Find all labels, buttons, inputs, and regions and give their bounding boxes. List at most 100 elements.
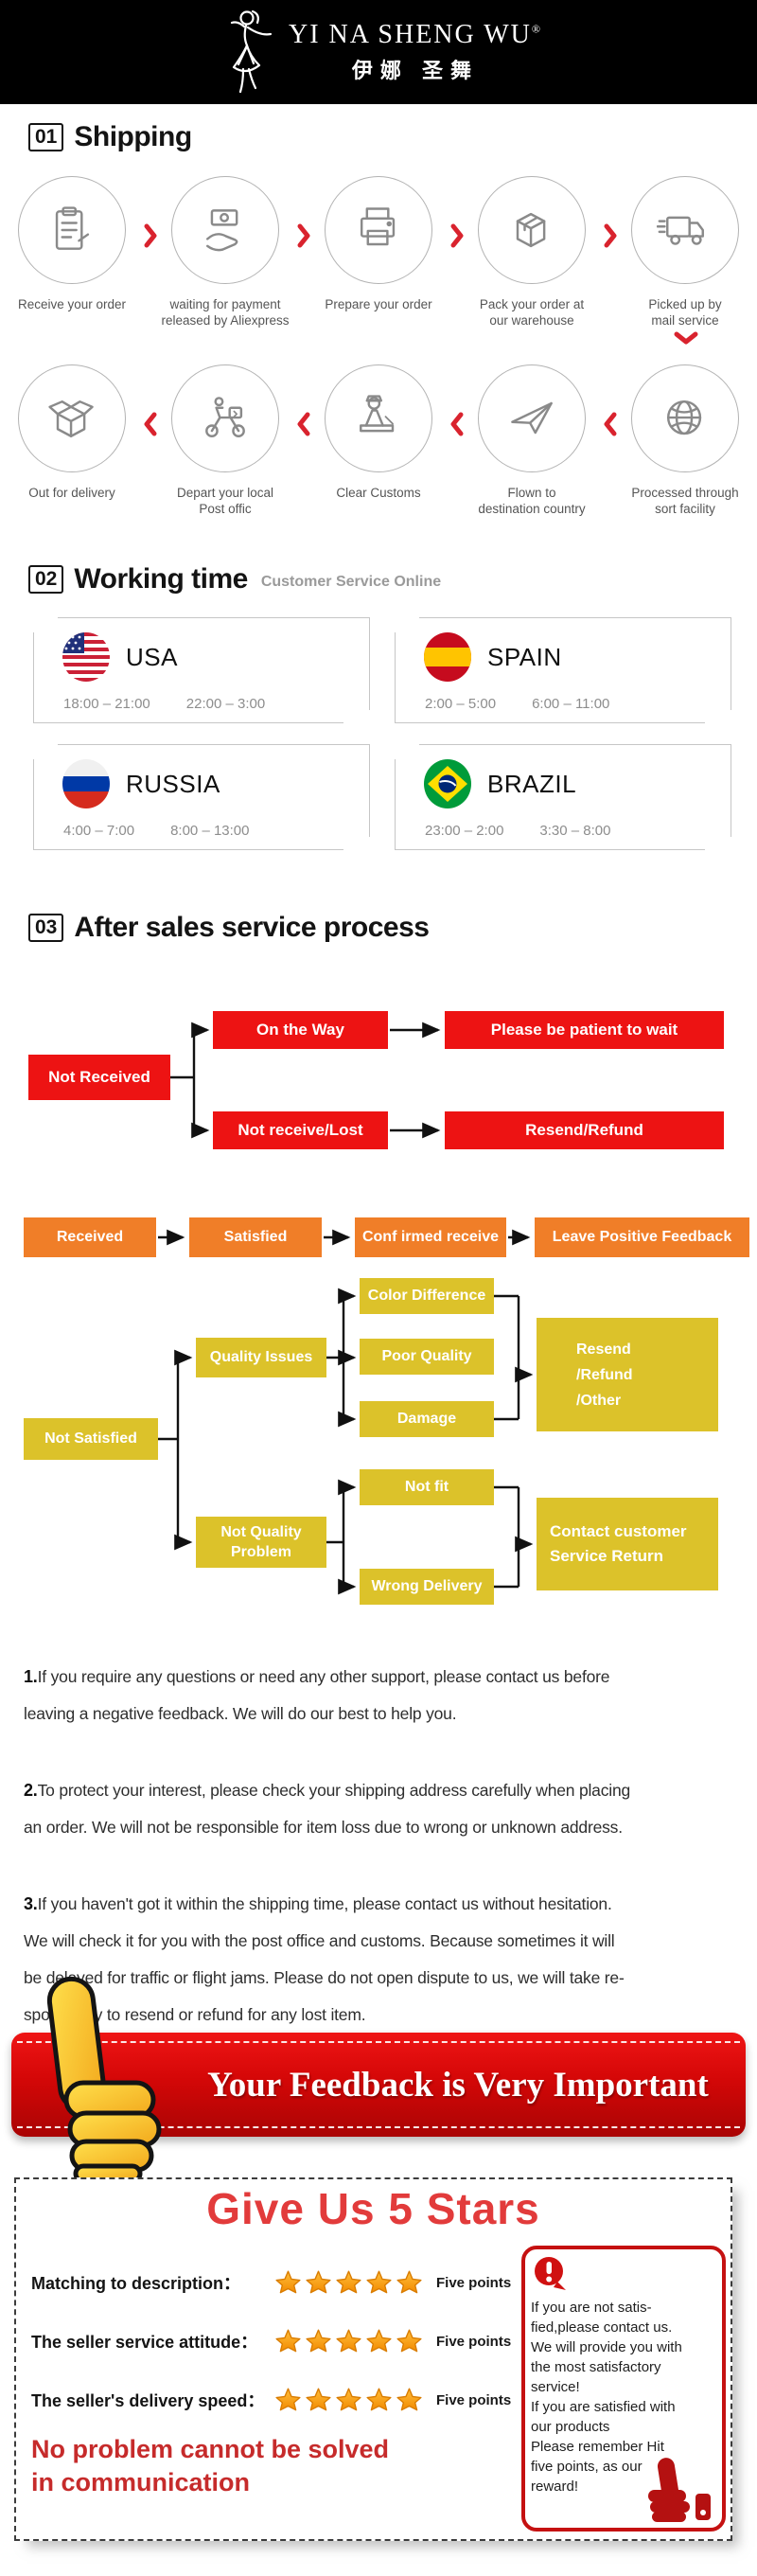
flow-box-not-fit: Not fit [360,1469,494,1505]
step-label: Depart your local Post offic [176,486,274,516]
five-stars-box: Give Us 5 Stars Matching to description：… [14,2177,732,2541]
globe-icon [666,400,702,435]
star-icon [336,2329,361,2354]
exclamation-icon [535,2257,566,2290]
step-label: Processed through sort facility [631,486,739,516]
step-label: Clear Customs [336,486,421,500]
rating-row-description: Matching to description： Five points [31,2266,511,2299]
step-label: Receive your order [17,297,127,311]
flow-box-poor-quality: Poor Quality [360,1339,494,1375]
step-circle [631,364,739,472]
package-icon [516,212,546,248]
step-label: Out for delivery [28,486,115,500]
service-hours: 23:00 – 2:00 3:30 – 8:00 [425,823,611,839]
shipping-step: waiting for payment released by Aliexpre… [153,176,297,329]
brand-block: YI NA SHENG WU® 伊娜 圣舞 [289,20,542,84]
chevron-down-icon [674,331,698,350]
flow-box-on-the-way: On the Way [213,1011,388,1049]
star-icon [275,2388,301,2412]
star-icon [306,2329,331,2354]
flow-box-resend-refund-other: Resend /Refund /Other [537,1318,718,1431]
shipping-step: Picked up by mail service [613,176,757,329]
worktime-card-russia: RUSSIA 4:00 – 7:00 8:00 – 13:00 [33,744,370,850]
chevron-left-icon [297,364,310,517]
shipping-step: Flown to destination country [460,364,604,517]
worktime-card-usa: USA 18:00 – 21:00 22:00 – 3:00 [33,617,370,723]
truck-icon [657,216,704,245]
rating-row-service: The seller service attitude： Five points [31,2325,511,2357]
shipping-step: Clear Customs [307,364,450,517]
star-icon [366,2329,392,2354]
chevron-right-icon [144,176,157,329]
star-icon [366,2388,392,2412]
scooter-icon [205,397,245,437]
star-icon [275,2270,301,2295]
service-notes: 1.If you require any questions or need a… [24,1659,741,2073]
printer-icon [360,207,396,246]
chevron-left-icon [144,364,157,517]
brand-name-chinese: 伊娜 圣舞 [351,59,480,82]
star-icon [366,2270,392,2295]
step-label: Flown to destination country [478,486,586,516]
header: YI NA SHENG WU® 伊娜 圣舞 [0,0,757,104]
section-subtitle: Customer Service Online [260,574,442,590]
rating-row-delivery: The seller's delivery speed： Five points [31,2384,511,2416]
flow-box-satisfied: Satisfied [189,1217,322,1257]
star-icon [275,2329,301,2354]
shipping-step: Processed through sort facility [613,364,757,517]
clipboard-icon [55,206,90,250]
worktime-card-brazil: BRAZIL 23:00 – 2:00 3:30 – 8:00 [395,744,731,850]
payment-icon [206,209,238,252]
worktime-card-spain: SPAIN 2:00 – 5:00 6:00 – 11:00 [395,617,731,723]
flow-box-be-patient: Please be patient to wait [445,1011,724,1049]
flow-box-contact-return: Contact customer Service Return [537,1498,718,1590]
brand-name: YI NA SHENG WU® [288,20,543,49]
step-circle [171,364,279,472]
brazil-flag-icon [424,759,471,808]
chevron-right-icon [450,176,464,329]
step-label: Picked up by mail service [648,297,722,328]
star-icon [306,2270,331,2295]
shipping-step: Out for delivery [0,364,144,517]
service-hours: 2:00 – 5:00 6:00 – 11:00 [425,696,610,712]
step-label: waiting for payment released by Aliexpre… [161,297,290,328]
star-icon [396,2270,422,2295]
flow-box-quality-issues: Quality Issues [196,1338,326,1377]
country-name: SPAIN [487,642,562,671]
chevron-right-icon [297,176,310,329]
country-name: USA [126,642,178,671]
star-icon [396,2388,422,2412]
flow-box-not-satisfied: Not Satisfied [24,1418,158,1460]
step-circle [478,364,586,472]
star-icon [306,2388,331,2412]
star-icon [336,2388,361,2412]
thumbs-up-icon [46,1976,162,2184]
open-box-icon [48,400,94,437]
after-sales-flowchart: Not Received On the Way Please be patien… [0,1004,757,1628]
section-title-working-time: 02 Working time Customer Service Online [28,563,441,595]
flow-box-not-quality-problem: Not Quality Problem [196,1517,326,1568]
service-hours: 4:00 – 7:00 8:00 – 13:00 [63,823,250,839]
flow-box-leave-feedback: Leave Positive Feedback [535,1217,749,1257]
shipping-step: Receive your order [0,176,144,329]
flow-box-received: Received [24,1217,156,1257]
satisfaction-notice-box: If you are not satis- fied,please contac… [521,2246,726,2532]
five-stars-title: Give Us 5 Stars [206,2184,540,2233]
service-hours: 18:00 – 21:00 22:00 – 3:00 [63,696,266,712]
flow-box-resend-refund: Resend/Refund [445,1111,724,1149]
section-title-after-sales: 03 After sales service process [28,912,430,944]
plane-icon [511,401,553,435]
communication-slogan: No problem cannot be solved in communica… [31,2435,390,2496]
dancer-logo-icon [230,9,273,94]
step-label: Prepare your order [325,297,432,311]
star-icon [336,2270,361,2295]
country-name: BRAZIL [487,769,577,798]
shipping-row-2: Out for delivery Depart your local Post … [0,364,757,517]
note-2: 2.To protect your interest, please check… [24,1781,631,1837]
step-circle [171,176,279,284]
note-3: 3.If you haven't got it within the shipp… [24,1894,625,2024]
flow-box-not-receive-lost: Not receive/Lost [213,1111,388,1149]
step-circle [631,176,739,284]
flow-box-damage: Damage [360,1401,494,1437]
